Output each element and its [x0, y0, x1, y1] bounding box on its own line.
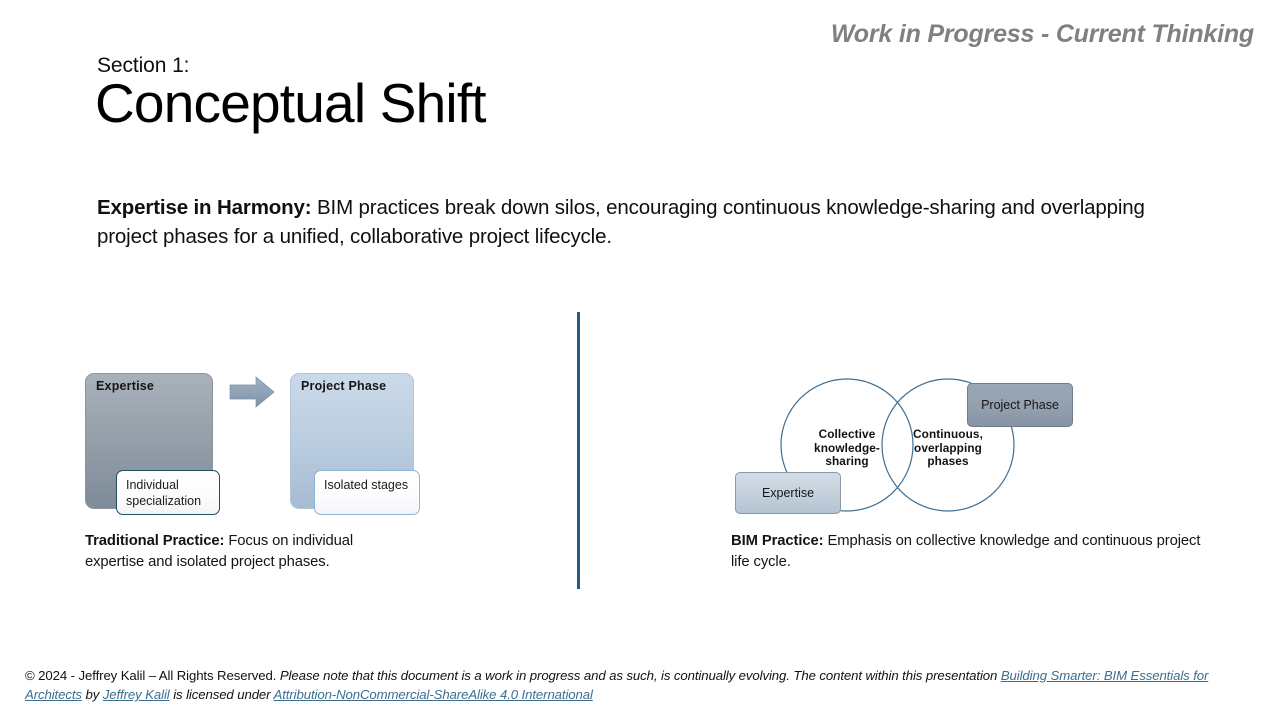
lead-body: BIM practices break down silos, encourag… — [97, 196, 1145, 249]
individual-specialization-callout[interactable]: Individual specialization — [116, 470, 220, 515]
collective-knowledge-label: Collective knowledge-sharing — [814, 427, 880, 469]
footer-legal-text: © 2024 - Jeffrey Kalil – All Rights Rese… — [25, 666, 1255, 705]
footer-by-word: by — [81, 687, 103, 703]
footer-link-license[interactable]: Attribution-NonCommercial-ShareAlike 4.0… — [273, 687, 593, 703]
lead-paragraph: Expertise in Harmony: BIM practices brea… — [97, 193, 1187, 251]
section-eyebrow: Section 1: — [97, 54, 190, 77]
footer-licensed-text: is licensed under — [169, 687, 274, 703]
collective-knowledge-circle — [780, 378, 914, 512]
bim-practice-caption-body: Emphasis on collective knowledge and con… — [731, 533, 1201, 571]
footer-link-work[interactable]: Building Smarter: BIM Essentials for Arc… — [25, 668, 1209, 703]
venn-diagram-circles — [780, 378, 1015, 512]
isolated-stages-callout[interactable]: Isolated stages — [314, 470, 420, 515]
continuous-phases-label: Continuous, overlapping phases — [913, 427, 983, 469]
project-phase-box-label: Project Phase — [301, 379, 387, 393]
bim-practice-caption-bold: BIM Practice: — [731, 533, 824, 549]
right-arrow-icon — [229, 376, 275, 408]
bim-practice-caption: BIM Practice: Emphasis on collective kno… — [731, 531, 1201, 574]
footer-notice: Please note that this document is a work… — [279, 668, 1001, 683]
continuous-phases-circle — [881, 378, 1015, 512]
project-phase-pill[interactable]: Project Phase — [967, 383, 1073, 427]
work-in-progress-banner: Work in Progress - Current Thinking — [830, 20, 1254, 48]
lead-bold-prefix: Expertise in Harmony: — [97, 196, 312, 219]
traditional-practice-caption: Traditional Practice: Focus on individua… — [85, 531, 415, 574]
footer-link-author[interactable]: Jeffrey Kalil — [102, 687, 170, 703]
expertise-pill[interactable]: Expertise — [735, 472, 841, 514]
traditional-practice-caption-bold: Traditional Practice: — [85, 533, 225, 549]
traditional-practice-caption-body: Focus on individual expertise and isolat… — [85, 533, 354, 571]
footer-copyright: © 2024 - Jeffrey Kalil – All Rights Rese… — [25, 668, 280, 683]
page-title: Conceptual Shift — [95, 72, 487, 134]
expertise-box-label: Expertise — [96, 379, 155, 393]
vertical-divider — [577, 312, 580, 589]
